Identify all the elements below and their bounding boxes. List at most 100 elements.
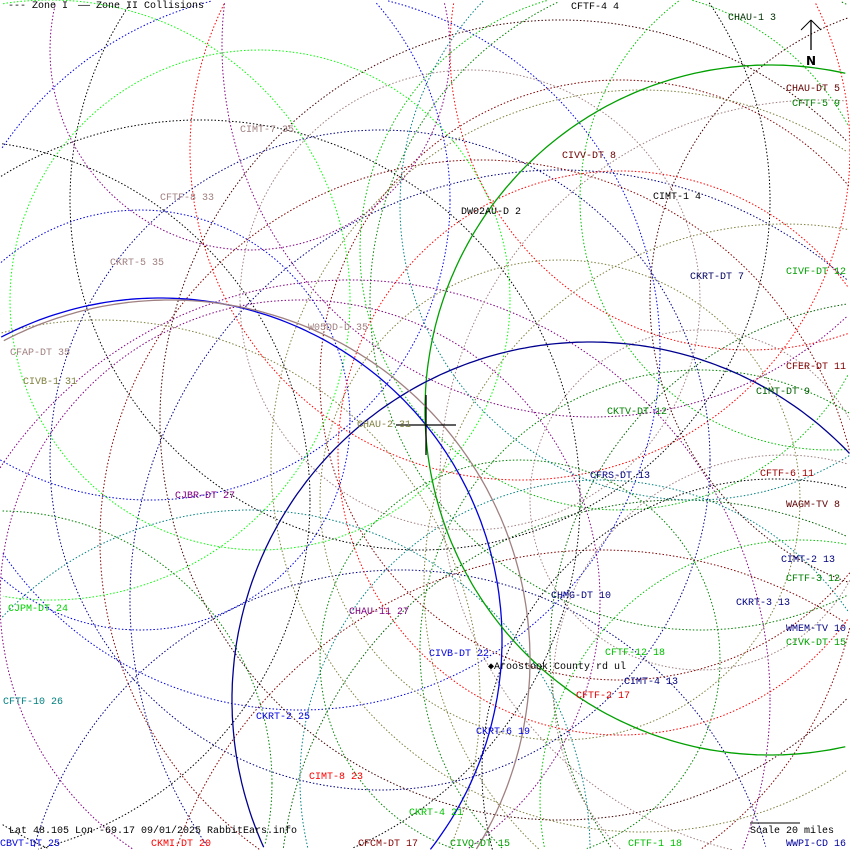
station-label[interactable]: CIMT-8 23 xyxy=(309,772,364,783)
station-label[interactable]: CIVV-DT 8 xyxy=(562,151,617,162)
zone1-contour xyxy=(221,1,847,418)
zone1-contour xyxy=(282,499,848,848)
zone1-contour xyxy=(3,0,351,601)
zone1-contour xyxy=(1,0,661,711)
station-label[interactable]: WAGM-TV 8 xyxy=(786,500,841,511)
station-label[interactable]: CBVT-DT 25 xyxy=(0,839,61,850)
zone1-contour xyxy=(481,478,848,850)
zone1-contour xyxy=(1,319,481,848)
zone1-contour xyxy=(529,329,850,671)
footer-coords: Lat 48.105 Lon -69.17 09/01/2025 RabbitE… xyxy=(9,826,298,837)
zone1-contour xyxy=(1,509,591,850)
zone1-contour xyxy=(399,0,850,501)
station-label[interactable]: CIMT-DT 9 xyxy=(756,387,811,398)
station-label[interactable]: CIVK-DT 15 xyxy=(786,638,847,649)
zone1-contour xyxy=(0,279,771,849)
station-label[interactable]: DW02AU-D 2 xyxy=(461,207,522,218)
zone1-contour xyxy=(270,89,847,833)
station-label[interactable]: CKRT-6 19 xyxy=(476,727,531,738)
location-label: Aroostook County rd ul xyxy=(494,662,627,673)
station-label[interactable]: CKRT-4 21 xyxy=(409,808,464,819)
zone1-contour xyxy=(337,170,848,736)
station-label[interactable]: CFTF-1 18 xyxy=(628,839,683,850)
station-label[interactable]: CFTF-5 9 xyxy=(792,99,841,110)
zone1-contour xyxy=(176,549,848,847)
zone1-contour xyxy=(239,69,701,531)
zone1-contour xyxy=(0,2,451,501)
station-label[interactable]: CIMT-4 13 xyxy=(624,677,679,688)
station-label[interactable]: WWPI-CD 16 xyxy=(786,839,847,850)
station-label[interactable]: CIVQ-DT 15 xyxy=(450,839,511,850)
zone1-contour xyxy=(579,0,846,451)
station-label[interactable]: CKTV-DT 12 xyxy=(607,407,668,418)
zone1-contour xyxy=(319,459,721,849)
zone1-contour xyxy=(419,369,850,849)
station-label[interactable]: CFTF-4 4 xyxy=(571,2,620,13)
station-label[interactable]: CFRS-DT 13 xyxy=(590,471,651,482)
location-dot-icon: ◆ xyxy=(488,662,495,673)
north-label: N xyxy=(806,54,817,68)
station-label[interactable]: CHAU-DT 5 xyxy=(786,84,841,95)
station-label[interactable]: CHMG-DT 10 xyxy=(551,591,612,602)
zone1-contour xyxy=(2,510,273,846)
zone2-collision-contour xyxy=(0,297,503,850)
zone1-contour xyxy=(69,2,771,551)
station-label[interactable]: CIVB-1 31 xyxy=(23,377,78,388)
station-label[interactable]: CFAP-DT 35 xyxy=(10,348,71,359)
zone1-contour xyxy=(0,209,351,631)
north-arrow-icon xyxy=(810,19,822,31)
zone1-contour xyxy=(2,143,311,850)
station-label[interactable]: CIMT-7 35 xyxy=(240,125,295,136)
north-arrow-icon xyxy=(800,19,812,31)
station-label[interactable]: CKRT-DT 7 xyxy=(690,272,745,283)
station-label[interactable]: CFTF-10 26 xyxy=(3,697,64,708)
station-label[interactable]: CHAU-1 3 xyxy=(728,13,777,24)
station-label[interactable]: WMEM-TV 10 xyxy=(786,624,847,635)
zone1-contour xyxy=(299,479,850,848)
station-label[interactable]: CHAU-11 27 xyxy=(349,607,410,618)
zone1-contour xyxy=(189,3,850,481)
zone1-contour xyxy=(552,454,848,850)
station-label[interactable]: CFER-DT 11 xyxy=(786,362,847,373)
station-label[interactable]: CFCM-DT 17 xyxy=(358,839,419,850)
zone1-contour xyxy=(549,303,848,848)
zone1-contour xyxy=(99,159,850,850)
zone1-contour xyxy=(319,259,801,741)
station-label[interactable]: CHAU-2 31 xyxy=(357,420,412,431)
scale-label: Scale 20 miles xyxy=(750,826,835,837)
zone1-contour xyxy=(159,19,847,821)
station-label[interactable]: CIMT-1 4 xyxy=(653,192,702,203)
station-label[interactable]: CJPM-DT 24 xyxy=(8,604,69,615)
zone1-contour xyxy=(449,3,848,351)
zone1-contour xyxy=(423,223,849,850)
zone1-contour xyxy=(0,119,581,849)
zone2-collision-contour xyxy=(3,299,531,850)
station-label[interactable]: CFTF-3 12 xyxy=(786,574,841,585)
zone1-contour xyxy=(439,99,847,850)
station-label[interactable]: CKRT-5 35 xyxy=(110,258,165,269)
station-label[interactable]: CJBR-DT 27 xyxy=(175,491,236,502)
legend-zone1: --- Zone I xyxy=(8,1,69,12)
station-label[interactable]: CFTF-8 33 xyxy=(160,193,215,204)
zone1-contour xyxy=(0,299,601,850)
zone1-contour xyxy=(49,129,711,791)
station-label[interactable]: CKRT-2 25 xyxy=(256,712,311,723)
station-label[interactable]: CKMI-DT 20 xyxy=(151,839,212,850)
station-label[interactable]: CFTF-12 18 xyxy=(605,648,666,659)
zone2-collision-contour xyxy=(231,341,850,848)
station-label[interactable]: CFTF-2 17 xyxy=(576,691,631,702)
zone2-collision-contour xyxy=(424,64,846,756)
station-label[interactable]: CFTF-6 11 xyxy=(760,469,815,480)
station-label[interactable]: CIVF-DT 12 xyxy=(786,267,847,278)
station-label[interactable]: CIMT-2 13 xyxy=(781,555,836,566)
station-label[interactable]: CKRT-3 13 xyxy=(736,598,791,609)
zone1-contour xyxy=(9,49,511,551)
legend-zone2: —— Zone II Collisions xyxy=(78,1,205,12)
station-label[interactable]: W05DD-D 35 xyxy=(308,323,369,334)
location-marker[interactable]: ◆Aroostook County rd ul xyxy=(488,662,626,673)
zone1-contour xyxy=(319,79,850,681)
zone1-contour xyxy=(369,1,847,631)
station-label[interactable]: CIVB-DT 22 xyxy=(429,649,490,660)
